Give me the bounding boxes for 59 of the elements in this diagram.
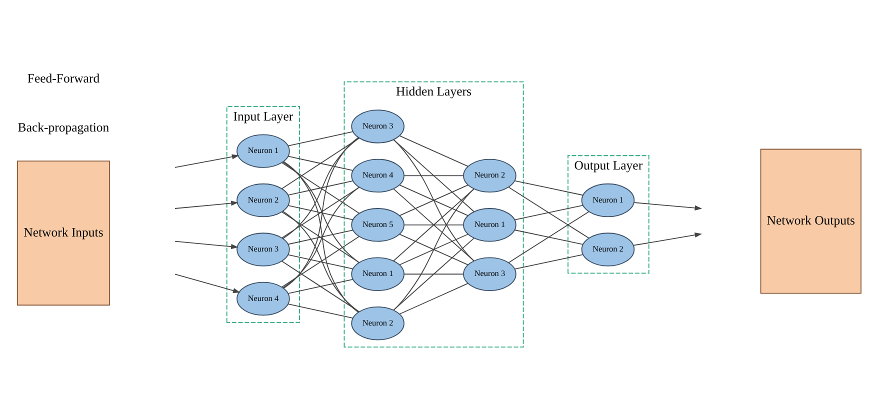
connector [288, 230, 354, 245]
node-ellipse: Neuron 2 [236, 183, 290, 218]
connector [399, 135, 468, 167]
node-ellipse: Neuron 2 [581, 232, 635, 266]
connector [282, 138, 360, 240]
node-ellipse: Neuron 2 [351, 306, 404, 340]
connector [508, 211, 590, 264]
connector [282, 210, 360, 312]
label: Back-propagation [18, 120, 110, 135]
connector [288, 156, 354, 171]
node-ellipse: Neuron 1 [236, 134, 290, 168]
connector [282, 186, 360, 288]
connector [399, 283, 468, 314]
connector [282, 212, 360, 263]
label: Feed-Forward [27, 71, 100, 86]
node-ellipse: Neuron 5 [351, 208, 404, 242]
connector [399, 234, 468, 266]
arrow [634, 202, 702, 211]
connector [393, 188, 474, 262]
node-ellipse: Neuron 2 [463, 158, 516, 193]
connector [404, 175, 464, 176]
node-ellipse: Neuron 3 [236, 232, 290, 266]
connector [288, 131, 354, 146]
node-ellipse: Neuron 4 [351, 158, 404, 193]
connector [288, 278, 354, 294]
connector [288, 254, 354, 270]
connector [282, 260, 360, 312]
connector [282, 162, 360, 214]
connector [393, 139, 474, 262]
node-ellipse: Neuron 4 [236, 282, 290, 316]
node-box: Network Outputs [760, 148, 862, 294]
node-ellipse: Neuron 3 [463, 257, 516, 291]
node-ellipse: Neuron 1 [581, 183, 635, 218]
node-ellipse: Neuron 3 [351, 110, 404, 144]
connector [282, 186, 360, 238]
connector [283, 137, 359, 289]
arrow [174, 200, 238, 209]
connector [288, 304, 354, 319]
arrow [174, 240, 238, 250]
connector [514, 230, 584, 245]
connector [514, 180, 584, 196]
connector [404, 274, 464, 275]
connector [508, 186, 590, 238]
connector [393, 188, 474, 311]
arrow [633, 232, 702, 246]
arrow [174, 154, 240, 168]
connector [288, 205, 354, 220]
connector [514, 205, 584, 220]
connector [288, 180, 354, 196]
connector [514, 254, 584, 270]
connector [404, 224, 464, 226]
connector [282, 162, 360, 263]
node-ellipse: Neuron 1 [351, 257, 404, 291]
node-box: Network Inputs [17, 160, 110, 306]
connector [282, 236, 360, 288]
connector [393, 238, 474, 311]
connector [283, 161, 359, 313]
arrow [174, 274, 240, 294]
node-ellipse: Neuron 1 [463, 208, 516, 242]
